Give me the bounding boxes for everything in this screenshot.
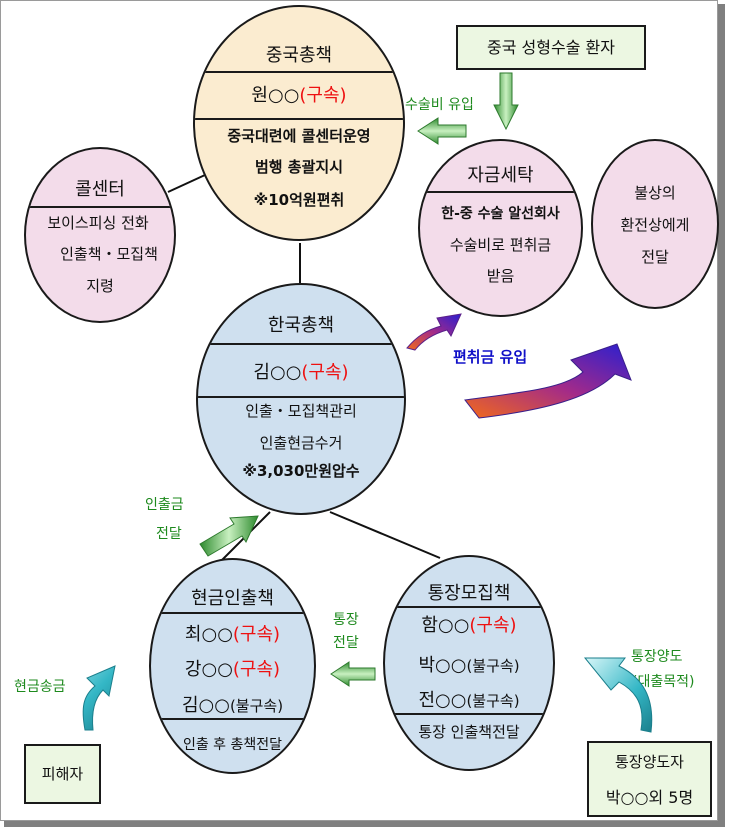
member-status: (구속) (299, 85, 347, 106)
member-name: 함○○ (421, 615, 470, 636)
divider (198, 343, 404, 345)
withdraw-delivery-label: 전달 (156, 526, 182, 542)
connector-callcenter-china (167, 174, 206, 193)
arrow-left-icon (417, 117, 467, 145)
arrow-down-icon (493, 72, 519, 131)
diagram-frame (0, 0, 718, 821)
bankbook-delivery-label: 전달 (333, 635, 359, 651)
exchanger-node: 불상의 환전상에게 전달 (591, 139, 719, 309)
arrow-up-left-icon (583, 657, 653, 733)
patients-box: 중국 성형수술 환자 (456, 25, 646, 70)
laundering-line: 받음 (486, 267, 515, 285)
transferors-count: 박○○외 5명 (605, 788, 694, 807)
call-center-line: 인출책・모집책 (60, 245, 158, 263)
divider (420, 191, 581, 193)
laundering-node: 자금세탁 한-중 수술 알선회사 수술비로 편취금 받음 (418, 139, 583, 317)
laundering-line: 수술비로 편취금 (449, 236, 552, 254)
arrow-up-left-icon (45, 656, 117, 730)
victims-box: 피해자 (24, 744, 101, 804)
fraud-inflow-label: 편취금 유입 (453, 348, 528, 366)
exchanger-line: 환전상에게 (620, 216, 690, 234)
cash-transfer-label: 현금송금 (14, 679, 66, 695)
withdrawers-footer: 인출 후 총책전달 (182, 737, 283, 753)
china-boss-member: 원○○(구속) (195, 81, 403, 107)
bankbook-transfer-label: (대출목적) (632, 674, 695, 690)
laundering-company: 한-중 수술 알선회사 (441, 206, 560, 222)
patients-label: 중국 성형수술 환자 (487, 38, 615, 57)
korea-boss-title: 한국총책 (267, 315, 335, 336)
call-center-line: 지령 (86, 277, 114, 295)
surgery-fee-label: 수술비 유입 (405, 97, 474, 113)
arrow-left-icon (330, 661, 376, 687)
frame-shadow-bottom (4, 821, 725, 827)
withdrawer-member: 김○○(불구속) (151, 691, 314, 717)
laundering-title: 자금세탁 (467, 165, 534, 186)
withdrawers-node: 현금인출책 최○○(구속) 강○○(구속) 김○○(불구속) 인출 후 총책전달 (149, 558, 316, 774)
arrow-up-right-icon (406, 313, 462, 351)
divider (385, 713, 553, 715)
korea-boss-role: 인출현금수거 (259, 434, 343, 452)
korea-boss-note: ※3,030만원압수 (242, 462, 360, 480)
member-name: 원○○ (251, 85, 300, 106)
recruiter-member: 함○○(구속) (385, 611, 553, 637)
recruiters-title: 통장모집책 (427, 583, 511, 604)
member-name: 김○○ (181, 695, 230, 716)
arrow-up-right-icon (199, 515, 259, 557)
korea-boss-member: 김○○(구속) (198, 358, 404, 384)
exchanger-line: 불상의 (634, 184, 676, 202)
china-boss-note: ※10억원편취 (253, 191, 345, 209)
frame-shadow-right (718, 4, 725, 825)
call-center-title: 콜센터 (75, 179, 125, 200)
member-status: (구속) (469, 615, 517, 636)
bankbook-delivery-label: 통장 (333, 612, 359, 628)
korea-boss-node: 한국총책 김○○(구속) 인출・모집책관리 인출현금수거 ※3,030만원압수 (196, 283, 406, 515)
recruiter-member: 전○○(불구속) (385, 686, 553, 712)
china-boss-role: 중국대련에 콜센터운영 (227, 127, 371, 145)
member-status: (불구속) (229, 697, 284, 715)
withdrawers-title: 현금인출책 (191, 588, 274, 609)
victims-label: 피해자 (41, 765, 84, 783)
member-name: 강○○ (184, 659, 233, 680)
member-status: (구속) (232, 624, 281, 645)
transferors-box: 통장양도자 박○○외 5명 (587, 741, 712, 817)
member-status: (구속) (232, 659, 281, 680)
recruiters-node: 통장모집책 함○○(구속) 박○○(불구속) 전○○(불구속) 통장 인출책전달 (383, 555, 555, 771)
withdrawer-member: 강○○(구속) (151, 655, 314, 681)
recruiter-member: 박○○(불구속) (385, 651, 553, 677)
call-center-line: 보이스피싱 전화 (47, 214, 149, 232)
member-name: 전○○ (418, 690, 467, 711)
arrow-up-right-icon (464, 343, 632, 419)
recruiters-footer: 통장 인출책전달 (418, 723, 520, 741)
divider (26, 206, 174, 208)
withdrawer-member: 최○○(구속) (151, 620, 314, 646)
korea-boss-role: 인출・모집책관리 (245, 402, 357, 420)
divider (385, 606, 553, 608)
member-status: (구속) (301, 362, 349, 383)
member-name: 김○○ (253, 362, 302, 383)
divider (151, 718, 314, 720)
divider (195, 71, 403, 73)
china-boss-title: 중국총책 (265, 45, 333, 66)
connector-korea-recruiters (329, 511, 441, 559)
withdraw-delivery-label: 인출금 (145, 497, 184, 513)
member-status: (불구속) (466, 657, 520, 675)
divider (195, 118, 403, 120)
member-name: 최○○ (184, 624, 233, 645)
china-boss-node: 중국총책 원○○(구속) 중국대련에 콜센터운영 범행 총괄지시 ※10억원편취 (193, 5, 405, 241)
divider (151, 612, 314, 614)
transferors-title: 통장양도자 (614, 753, 684, 771)
member-name: 박○○ (418, 655, 467, 676)
bankbook-transfer-label: 통장양도 (631, 649, 683, 665)
divider (198, 396, 404, 398)
member-status: (불구속) (466, 692, 520, 710)
exchanger-line: 전달 (641, 248, 669, 266)
call-center-node: 콜센터 보이스피싱 전화 인출책・모집책 지령 (24, 147, 176, 323)
china-boss-role: 범행 총괄지시 (254, 158, 344, 176)
